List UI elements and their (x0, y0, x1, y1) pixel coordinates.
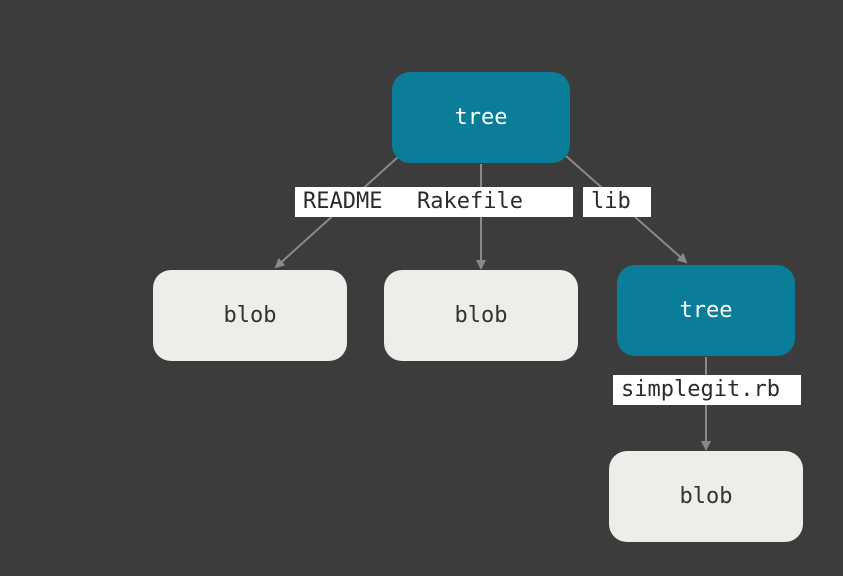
lib-tree-node: tree (617, 265, 795, 356)
readme-blob-node: blob (153, 270, 347, 361)
edge-label-simplegit: simplegit.rb (613, 375, 801, 405)
edge-label-lib: lib (583, 187, 651, 217)
edge-label-readme: README (295, 187, 409, 217)
simplegit-blob-node: blob (609, 451, 803, 542)
rakefile-blob-node: blob (384, 270, 578, 361)
edge-label-rakefile: Rakefile (409, 187, 573, 217)
root-tree-node: tree (392, 72, 570, 163)
